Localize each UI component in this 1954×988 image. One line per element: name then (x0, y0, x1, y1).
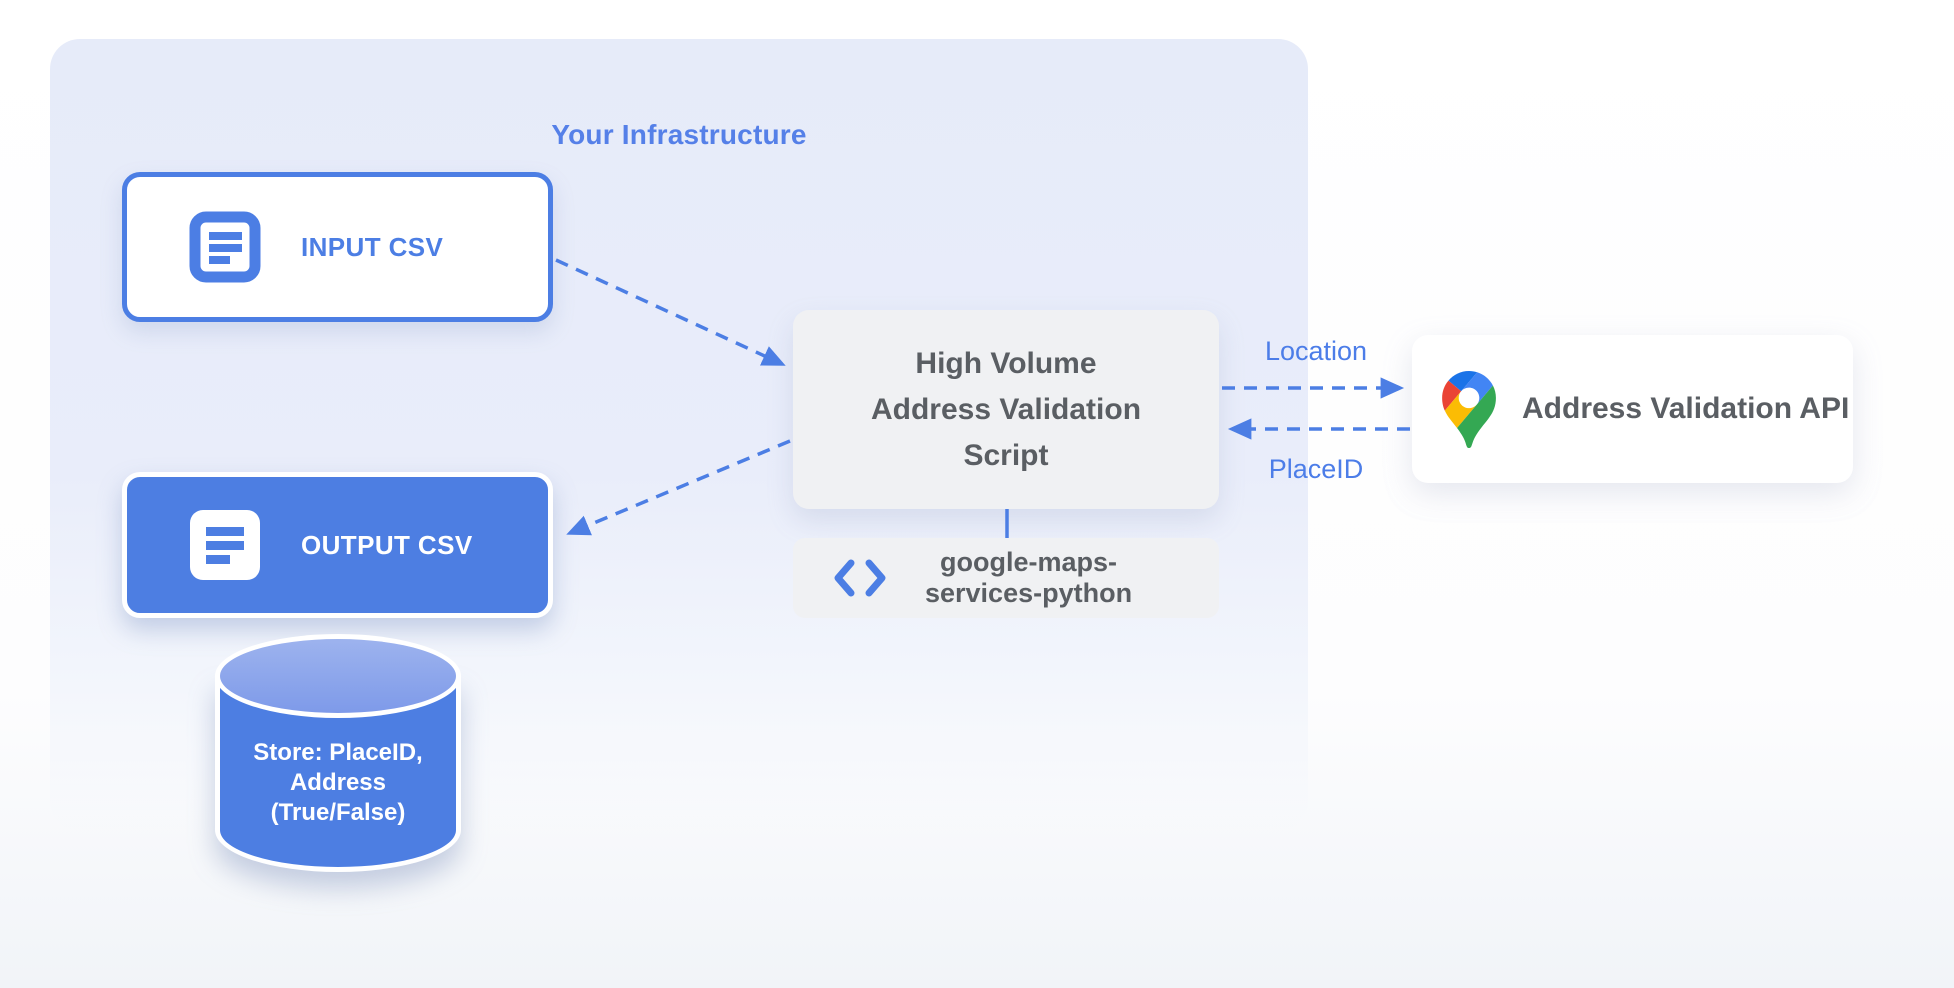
library-label: google-maps- services-python (925, 547, 1133, 608)
output-csv-label: OUTPUT CSV (301, 529, 473, 560)
cylinder-top (215, 634, 461, 718)
document-icon (189, 211, 261, 283)
script-label: High Volume Address Validation Script (870, 346, 1142, 472)
script-node: High Volume Address Validation Script (793, 310, 1219, 509)
placeid-flow-label: PlaceID (1268, 454, 1364, 484)
code-icon (833, 557, 887, 599)
input-csv-node: INPUT CSV (122, 172, 553, 322)
google-maps-pin-icon (1442, 370, 1496, 448)
output-csv-node: OUTPUT CSV (122, 472, 553, 618)
document-icon (189, 509, 261, 581)
api-label: Address Validation API (1522, 392, 1850, 425)
library-node: google-maps- services-python (793, 538, 1219, 618)
datastore-cylinder: Store: PlaceID, Address (True/False) (215, 634, 461, 880)
input-csv-label: INPUT CSV (301, 231, 444, 262)
api-node: Address Validation API (1412, 335, 1853, 483)
datastore-label: Store: PlaceID, Address (True/False) (253, 739, 423, 826)
infrastructure-title: Your Infrastructure (551, 119, 807, 150)
location-flow-label: Location (1264, 336, 1368, 366)
